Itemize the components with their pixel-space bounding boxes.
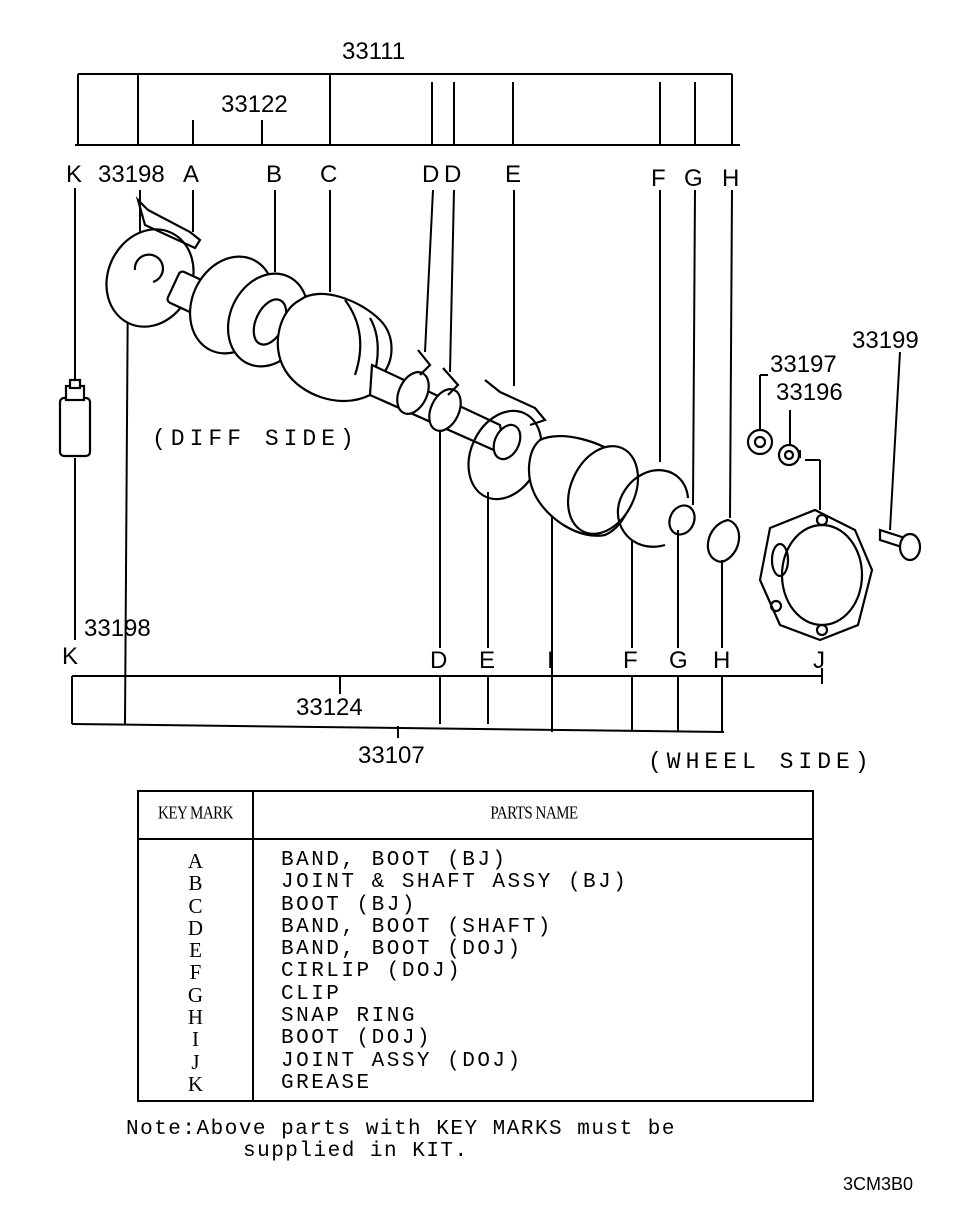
row-key: E	[189, 938, 202, 963]
parts-table-header: KEY MARK PARTS NAME	[139, 792, 812, 840]
row-name: JOINT ASSY (DOJ)	[281, 1049, 523, 1073]
key-bottom-h: H	[713, 647, 730, 674]
washer-33196	[777, 443, 801, 467]
bottom-leaders	[74, 269, 901, 732]
kit-note-line1: Note:Above parts with KEY MARKS must be	[126, 1118, 676, 1141]
row-name: BAND, BOOT (DOJ)	[281, 938, 523, 962]
row-name: BAND, BOOT (SHAFT)	[281, 915, 553, 939]
table-row: E BAND, BOOT (DOJ)	[139, 938, 812, 963]
table-row: B JOINT & SHAFT ASSY (BJ)	[139, 871, 812, 896]
table-row: I BOOT (DOJ)	[139, 1027, 812, 1052]
table-divider	[252, 792, 254, 1100]
reference-code: 3CM3B0	[843, 1174, 914, 1194]
label-33122: 33122	[221, 91, 288, 118]
doj-housing	[758, 508, 874, 642]
key-top-h: H	[722, 165, 739, 192]
bottom-bracket-33107	[71, 723, 725, 738]
header-key-mark: KEY MARK	[157, 804, 234, 824]
label-33199: 33199	[852, 327, 919, 354]
key-top-d1: D	[422, 161, 439, 188]
table-row: D BAND, BOOT (SHAFT)	[139, 915, 812, 940]
key-bottom-j: J	[813, 647, 825, 674]
top-bracket-33111	[77, 73, 733, 145]
exploded-diagram: 33111 33122 33198 33197 33196 33199 3319…	[58, 38, 922, 775]
top-bracket-33122	[75, 120, 740, 146]
row-name: CIRLIP (DOJ)	[281, 960, 463, 984]
key-top-f: F	[651, 165, 666, 192]
kit-note-line2: supplied in KIT.	[243, 1140, 469, 1163]
table-row: G CLIP	[139, 982, 812, 1007]
key-top-c: C	[320, 161, 337, 188]
row-key: I	[192, 1027, 199, 1052]
boot-doj	[527, 435, 640, 537]
row-key: K	[187, 1071, 204, 1096]
key-bottom-f: F	[623, 647, 638, 674]
label-33124: 33124	[296, 694, 363, 721]
key-top-g: G	[684, 165, 703, 192]
key-bottom-k: K	[62, 643, 78, 670]
key-bottom-g: G	[669, 647, 688, 674]
row-name: CLIP	[281, 982, 342, 1006]
label-wheel-side: (WHEEL SIDE)	[648, 749, 874, 775]
key-bottom-d: D	[430, 647, 447, 674]
band-d2	[428, 367, 462, 432]
header-parts-name: PARTS NAME	[490, 804, 578, 824]
label-diff-side: (DIFF SIDE)	[152, 426, 359, 452]
table-row: H SNAP RING	[139, 1005, 812, 1030]
key-top-e: E	[505, 161, 521, 188]
key-top-a: A	[183, 161, 199, 188]
label-33198-top: 33198	[98, 161, 165, 188]
row-name: BAND, BOOT (BJ)	[281, 849, 508, 872]
row-name: SNAP RING	[281, 1005, 417, 1029]
grease-tube	[58, 378, 92, 458]
key-top-k: K	[66, 161, 82, 188]
label-33111: 33111	[342, 38, 405, 65]
label-33198-bottom: 33198	[84, 615, 151, 642]
row-key: H	[187, 1005, 204, 1030]
circlip-f	[616, 469, 690, 548]
parts-table-rows: A BAND, BOOT (BJ) B JOINT & SHAFT ASSY (BJ…	[139, 850, 812, 1095]
table-row: J JOINT ASSY (DOJ)	[139, 1049, 812, 1074]
boot-bj	[276, 292, 393, 403]
row-key: D	[187, 915, 204, 940]
table-row: K GREASE	[139, 1071, 812, 1096]
top-leaders	[74, 188, 733, 519]
label-33107: 33107	[358, 742, 425, 769]
bottom-bracket-33124	[71, 668, 823, 732]
key-top-b: B	[266, 161, 282, 188]
label-33196: 33196	[776, 379, 843, 406]
row-key: C	[188, 893, 203, 918]
clip-g	[668, 504, 696, 536]
table-row: A BAND, BOOT (BJ)	[139, 849, 812, 873]
label-33197: 33197	[770, 351, 837, 378]
row-key: J	[191, 1049, 200, 1074]
band-d1	[396, 349, 432, 415]
snap-ring-h	[706, 518, 741, 564]
row-key: B	[188, 871, 203, 896]
nut-33197	[746, 428, 774, 456]
row-name: JOINT & SHAFT ASSY (BJ)	[281, 871, 629, 895]
parts-table: KEY MARK PARTS NAME A BAND, BOOT (BJ) B JO…	[137, 790, 814, 1102]
row-name: BOOT (BJ)	[281, 893, 417, 917]
bolt-33199	[878, 528, 922, 562]
row-key: F	[189, 960, 202, 985]
row-key: G	[187, 982, 204, 1007]
table-row: C BOOT (BJ)	[139, 893, 812, 918]
table-row: F CIRLIP (DOJ)	[139, 960, 812, 985]
row-key: A	[187, 849, 204, 873]
key-bottom-i: I	[547, 647, 554, 674]
row-name: BOOT (DOJ)	[281, 1027, 433, 1051]
key-bottom-e: E	[479, 647, 495, 674]
key-top-d2: D	[444, 161, 461, 188]
row-name: GREASE	[281, 1071, 372, 1095]
